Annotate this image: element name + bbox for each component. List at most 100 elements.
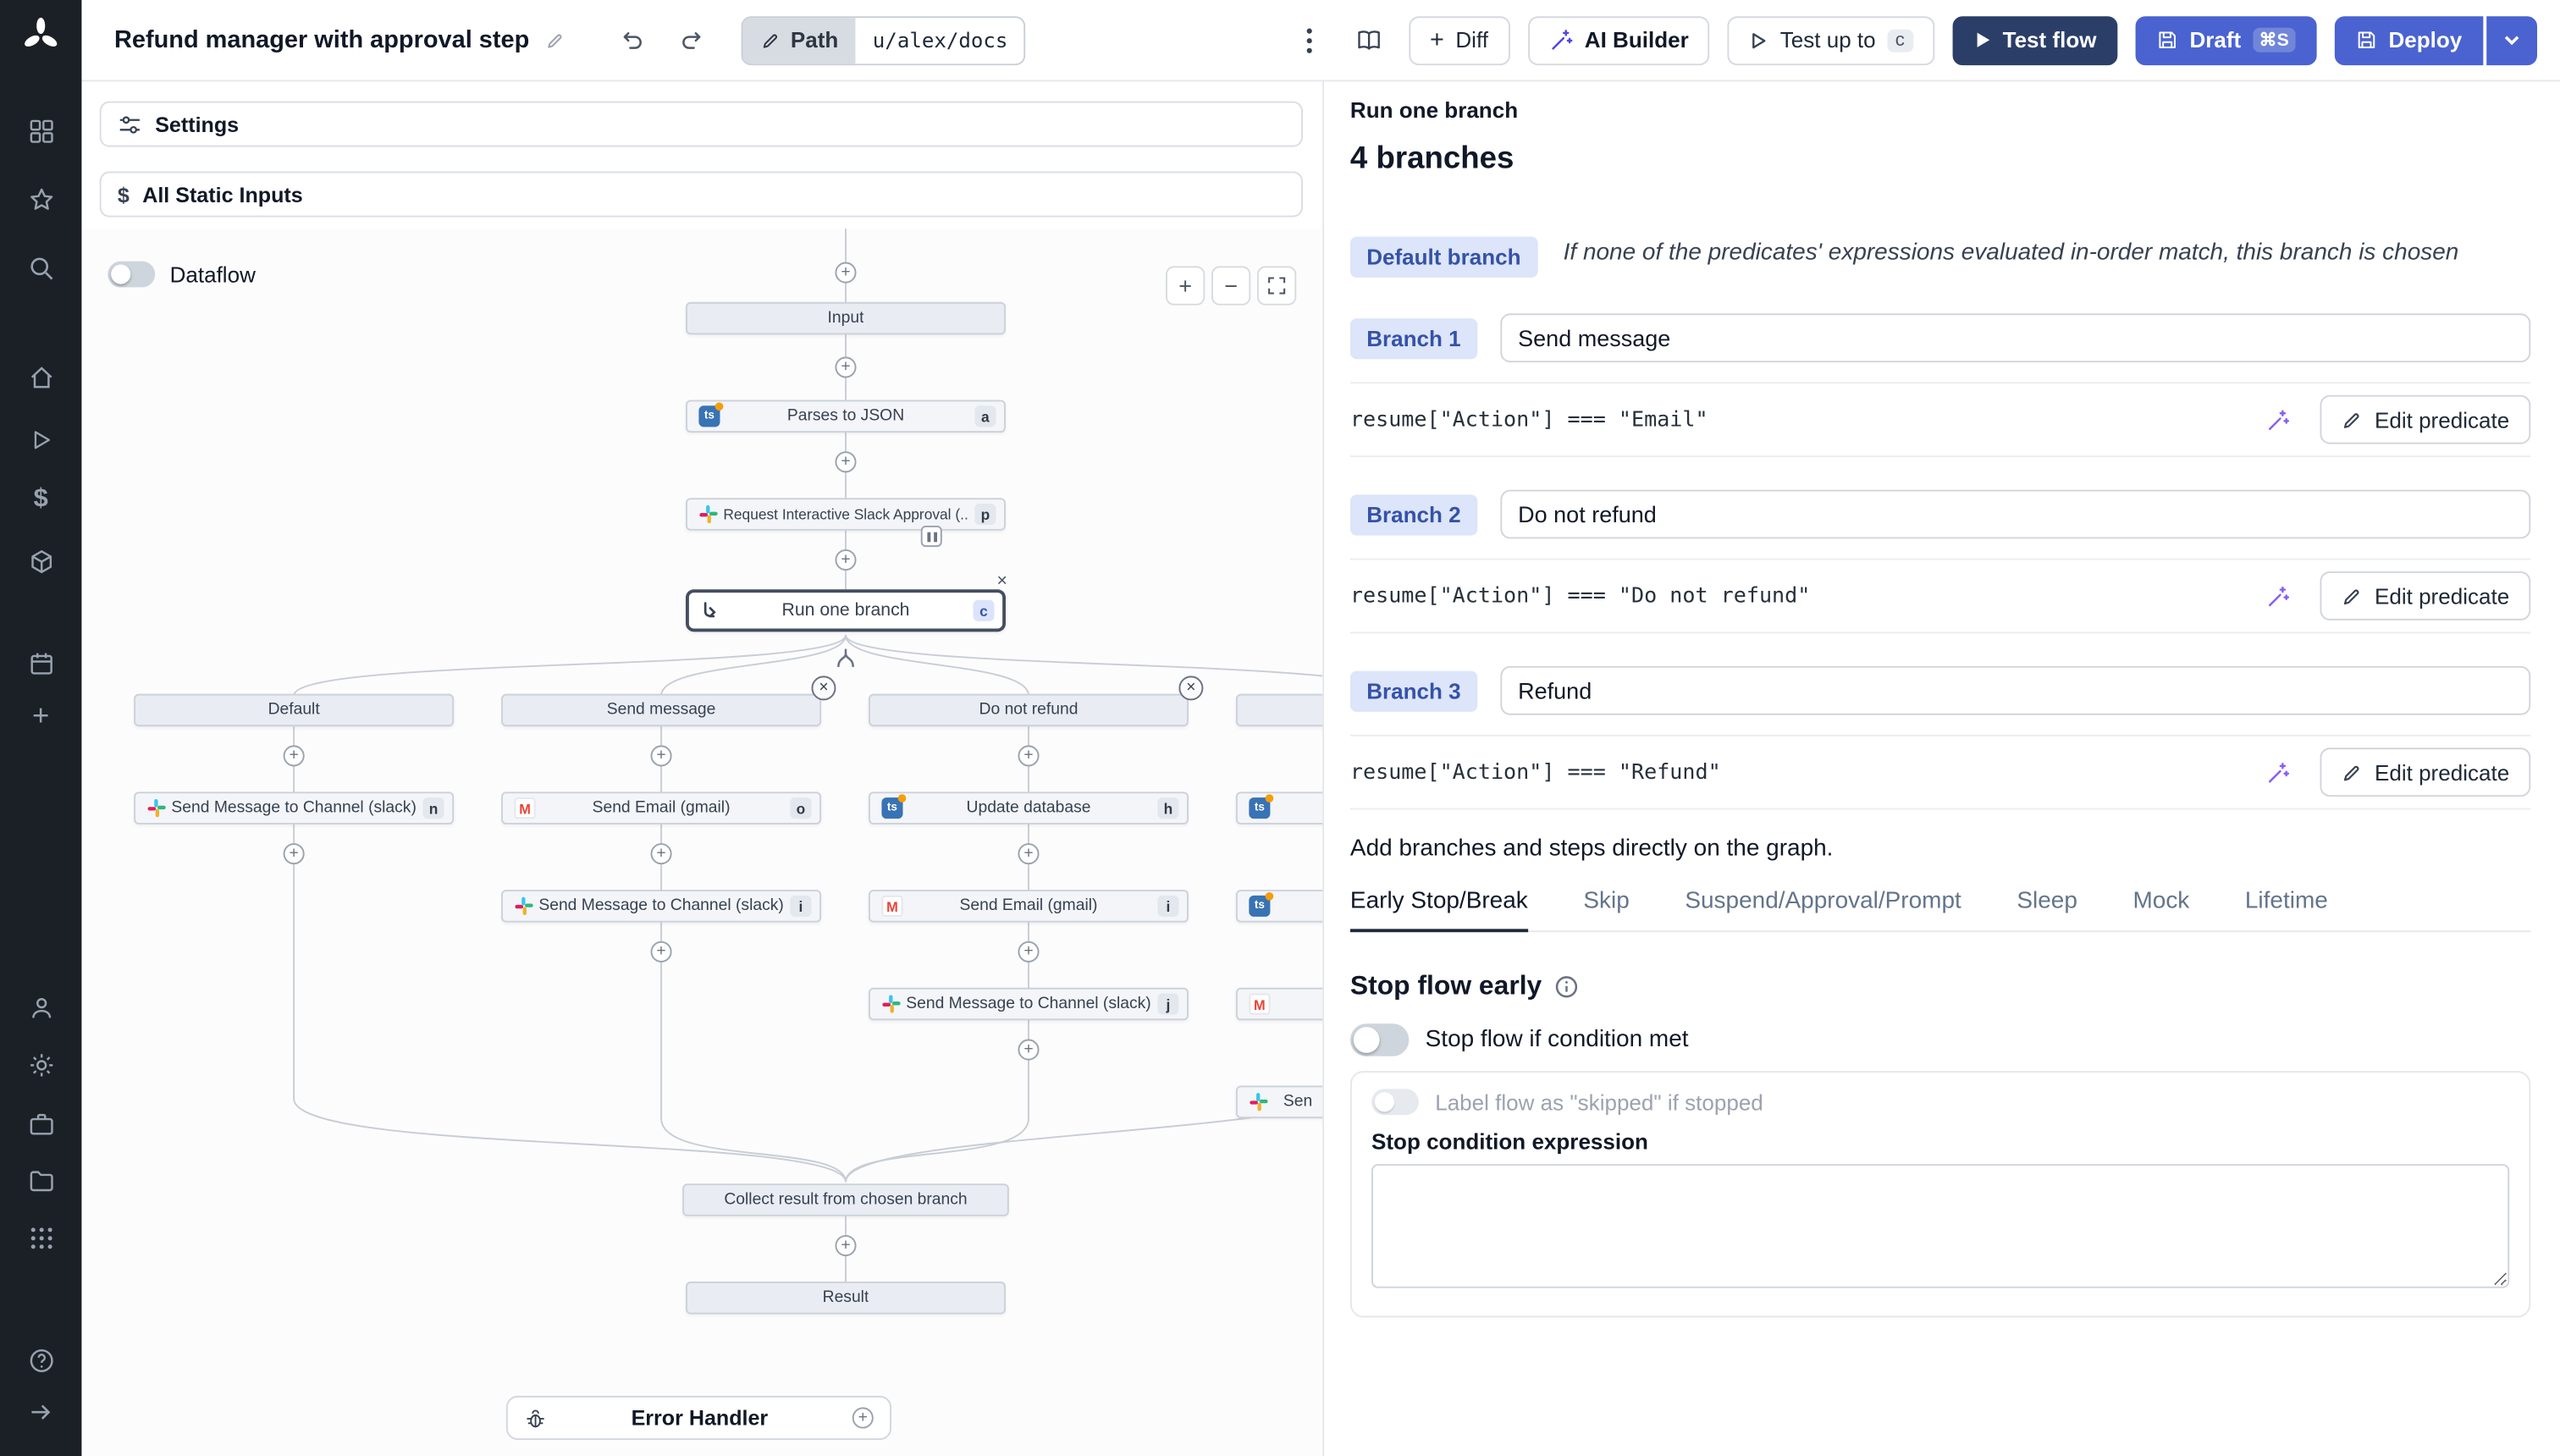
step-node-slack-approval[interactable]: Request Interactive Slack Approval (... …	[685, 498, 1006, 531]
add-step-button[interactable]	[835, 1234, 857, 1257]
home-icon[interactable]	[21, 357, 60, 396]
branch-1-summary-input[interactable]	[1499, 313, 2531, 363]
delete-branch-button[interactable]	[811, 676, 836, 701]
edit-title-icon[interactable]	[546, 30, 566, 50]
flow-step-node[interactable]: Send Email (gmail) o	[501, 791, 822, 825]
settings-bar[interactable]: Settings	[99, 101, 1303, 147]
branch-header-send-message[interactable]: Send message	[501, 693, 822, 727]
add-step-button[interactable]	[650, 940, 672, 962]
branch-header-4[interactable]	[1235, 693, 1323, 727]
stop-condition-expression-input[interactable]	[1371, 1164, 2510, 1288]
flow-step-node[interactable]: Sen	[1235, 1085, 1323, 1119]
tab-sleep[interactable]: Sleep	[2017, 888, 2077, 914]
step-node-parses-to-json[interactable]: Parses to JSON a	[685, 400, 1006, 433]
deploy-dropdown-button[interactable]	[2486, 15, 2537, 65]
add-step-button[interactable]	[1018, 1039, 1040, 1061]
schedules-calendar-icon[interactable]	[21, 643, 60, 682]
favorites-star-icon[interactable]	[21, 179, 60, 218]
branch-header-do-not-refund[interactable]: Do not refund	[868, 693, 1189, 727]
search-icon[interactable]	[21, 248, 60, 287]
sliders-icon	[119, 115, 140, 133]
tab-early-stop-break[interactable]: Early Stop/Break	[1349, 888, 1528, 933]
deploy-button[interactable]: Deploy	[2334, 15, 2484, 65]
flow-step-node[interactable]: Send Message to Channel (slack) i	[501, 890, 822, 923]
users-icon[interactable]	[21, 988, 60, 1027]
delete-branch-button[interactable]	[1178, 676, 1204, 701]
draft-button[interactable]: Draft ⌘S	[2135, 15, 2317, 65]
help-icon[interactable]	[21, 1340, 60, 1379]
ai-predicate-wand-button[interactable]	[2259, 576, 2298, 615]
branch-2-summary-input[interactable]	[1499, 489, 2531, 539]
branch-3-summary-input[interactable]	[1499, 665, 2531, 715]
flow-canvas[interactable]: Dataflow + − Input Parses to JSON a	[81, 228, 1323, 1456]
flow-step-node[interactable]: Send Message to Channel (slack) n	[134, 791, 455, 825]
workers-briefcase-icon[interactable]	[21, 1104, 60, 1143]
runs-play-icon[interactable]	[21, 420, 60, 459]
add-step-button[interactable]	[835, 356, 857, 378]
branch-header-default[interactable]: Default	[134, 693, 455, 727]
flow-step-node[interactable]	[1235, 791, 1323, 825]
add-step-button[interactable]	[835, 262, 857, 284]
ai-predicate-wand-button[interactable]	[2259, 400, 2298, 438]
dataflow-toggle[interactable]	[108, 261, 156, 288]
add-step-button[interactable]	[835, 451, 857, 473]
tab-skip[interactable]: Skip	[1583, 888, 1630, 914]
add-step-button[interactable]	[1018, 843, 1040, 865]
label-skipped-toggle[interactable]	[1371, 1089, 1419, 1116]
ai-builder-button[interactable]: AI Builder	[1527, 15, 1710, 65]
add-plus-icon[interactable]: +	[32, 698, 50, 731]
collapse-arrow-icon[interactable]	[21, 1393, 60, 1431]
test-flow-button[interactable]: Test flow	[1951, 15, 2118, 65]
edit-predicate-button[interactable]: Edit predicate	[2320, 394, 2531, 444]
tab-lifetime[interactable]: Lifetime	[2244, 888, 2328, 914]
flow-step-node[interactable]: Send Message to Channel (slack) j	[868, 987, 1189, 1021]
flow-step-node[interactable]: Send Email (gmail) i	[868, 890, 1189, 923]
result-node[interactable]: Result	[685, 1281, 1006, 1315]
flow-step-node[interactable]	[1235, 890, 1323, 923]
add-step-button[interactable]	[835, 549, 857, 571]
branch-2-badge: Branch 2	[1349, 494, 1477, 535]
add-step-button[interactable]	[650, 745, 672, 767]
redo-button[interactable]	[670, 19, 712, 61]
add-step-button[interactable]	[283, 745, 305, 767]
flow-step-node[interactable]: Update database h	[868, 791, 1189, 825]
tab-mock[interactable]: Mock	[2132, 888, 2190, 914]
info-icon[interactable]	[1555, 974, 1580, 999]
static-inputs-bar[interactable]: $ All Static Inputs	[99, 171, 1303, 218]
test-up-to-button[interactable]: Test up to c	[1728, 15, 1934, 65]
undo-button[interactable]	[611, 19, 654, 61]
add-step-button[interactable]	[283, 843, 305, 865]
ai-predicate-wand-button[interactable]	[2259, 753, 2298, 791]
add-error-handler-step-icon[interactable]	[852, 1407, 874, 1429]
flow-title[interactable]: Refund manager with approval step	[113, 25, 530, 54]
grid-dots-icon[interactable]	[21, 1218, 60, 1257]
run-one-branch-node-selected[interactable]: Run one branch c ×	[685, 571, 1007, 632]
tab-suspend-approval-prompt[interactable]: Suspend/Approval/Prompt	[1685, 888, 1961, 914]
more-menu-button[interactable]	[1288, 19, 1330, 61]
edit-predicate-button[interactable]: Edit predicate	[2320, 747, 2531, 797]
collect-result-node[interactable]: Collect result from chosen branch	[682, 1183, 1009, 1216]
add-step-button[interactable]	[1018, 745, 1040, 767]
resources-cube-icon[interactable]	[21, 542, 60, 581]
diff-button[interactable]: + Diff	[1408, 15, 1510, 65]
apps-icon[interactable]	[21, 111, 60, 150]
flow-step-node[interactable]	[1235, 987, 1323, 1021]
path-control[interactable]: Path u/alex/docs	[741, 15, 1026, 65]
fit-view-button[interactable]	[1256, 266, 1297, 306]
stop-flow-toggle[interactable]	[1349, 1023, 1410, 1056]
input-node[interactable]: Input	[685, 301, 1006, 335]
folders-icon[interactable]	[21, 1161, 60, 1200]
add-step-button[interactable]	[1018, 940, 1040, 962]
delete-step-icon[interactable]: ×	[996, 571, 1007, 592]
error-handler-node[interactable]: Error Handler	[505, 1395, 891, 1440]
settings-gear-icon[interactable]	[21, 1045, 60, 1084]
wand-icon	[2268, 409, 2289, 429]
add-step-button[interactable]	[650, 843, 672, 865]
path-edit-segment[interactable]: Path	[742, 17, 857, 63]
docs-book-button[interactable]	[1349, 19, 1391, 61]
windmill-logo-icon[interactable]	[21, 16, 60, 55]
zoom-out-button[interactable]: −	[1211, 266, 1251, 306]
zoom-in-button[interactable]: +	[1165, 266, 1206, 306]
edit-predicate-button[interactable]: Edit predicate	[2320, 571, 2531, 620]
variables-dollar-icon[interactable]: $	[33, 484, 48, 513]
